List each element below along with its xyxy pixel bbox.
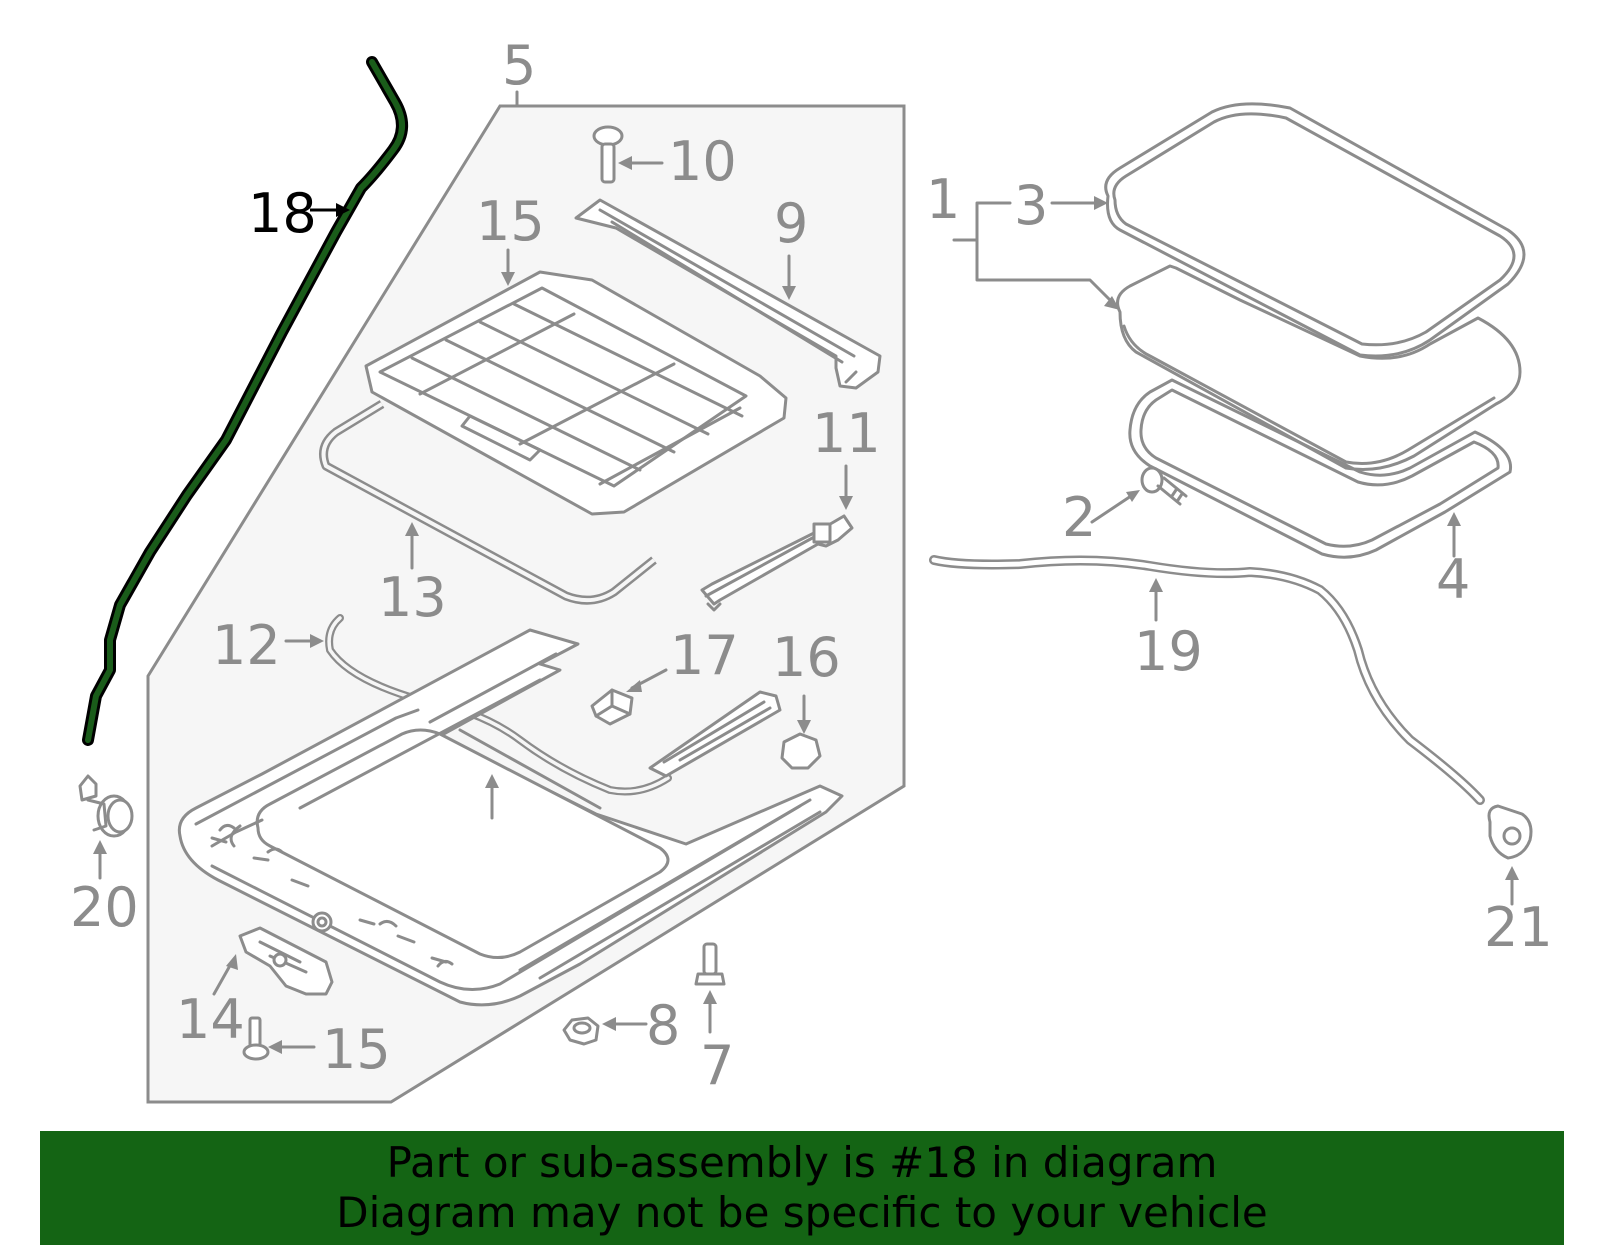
sunroof-frame-assembly — [177, 628, 844, 1007]
bracket-part-14 — [212, 926, 334, 996]
label-part-5: 5 — [502, 34, 536, 97]
banner-line-part-number: Part or sub-assembly is #18 in diagram — [386, 1138, 1218, 1187]
bolt-part-15-lower — [242, 1016, 316, 1061]
drain-hose-part-18[interactable] — [82, 56, 408, 746]
label-part-15-lower: 15 — [322, 1018, 391, 1081]
label-part-2: 2 — [1062, 486, 1096, 549]
label-part-3: 3 — [1014, 174, 1048, 237]
bracket-part-1 — [952, 196, 1120, 310]
clip-part-20 — [78, 774, 134, 880]
screw-part-2 — [1090, 466, 1188, 524]
frame-seal-part-13 — [319, 400, 657, 605]
guide-part-16 — [648, 690, 822, 778]
label-part-9: 9 — [774, 192, 808, 255]
label-part-20: 20 — [70, 876, 139, 939]
drive-cable-part-19 — [929, 555, 1485, 805]
bolt-part-10 — [592, 125, 664, 184]
info-banner: Part or sub-assembly is #18 in diagram D… — [40, 1131, 1564, 1245]
bolt-part-7 — [694, 942, 726, 1034]
label-part-14: 14 — [176, 988, 245, 1051]
part-18-pointer — [310, 203, 350, 217]
nut-part-8 — [562, 1016, 648, 1046]
clip-part-21 — [1487, 804, 1533, 906]
glass-panel-part-3 — [1104, 102, 1526, 358]
label-part-12: 12 — [212, 614, 281, 677]
block-part-17 — [590, 668, 668, 726]
label-part-15-upper: 15 — [476, 190, 545, 253]
label-part-18: 18 — [248, 182, 317, 245]
label-part-7: 7 — [700, 1034, 734, 1097]
rail-part-9 — [574, 198, 882, 390]
sunshade-part-15 — [364, 248, 788, 516]
label-part-16: 16 — [772, 626, 841, 689]
label-part-21: 21 — [1484, 896, 1553, 959]
weatherstrip-part-4 — [1128, 378, 1513, 559]
label-part-11: 11 — [812, 402, 881, 465]
label-part-8: 8 — [646, 994, 680, 1057]
label-part-10: 10 — [668, 130, 737, 193]
label-part-4: 4 — [1436, 548, 1470, 611]
label-part-17: 17 — [670, 624, 739, 687]
label-part-1: 1 — [926, 168, 960, 231]
motor-bracket-part-11 — [700, 464, 854, 612]
label-part-19: 19 — [1134, 620, 1203, 683]
banner-line-disclaimer: Diagram may not be specific to your vehi… — [336, 1188, 1268, 1237]
label-part-13: 13 — [378, 566, 447, 629]
